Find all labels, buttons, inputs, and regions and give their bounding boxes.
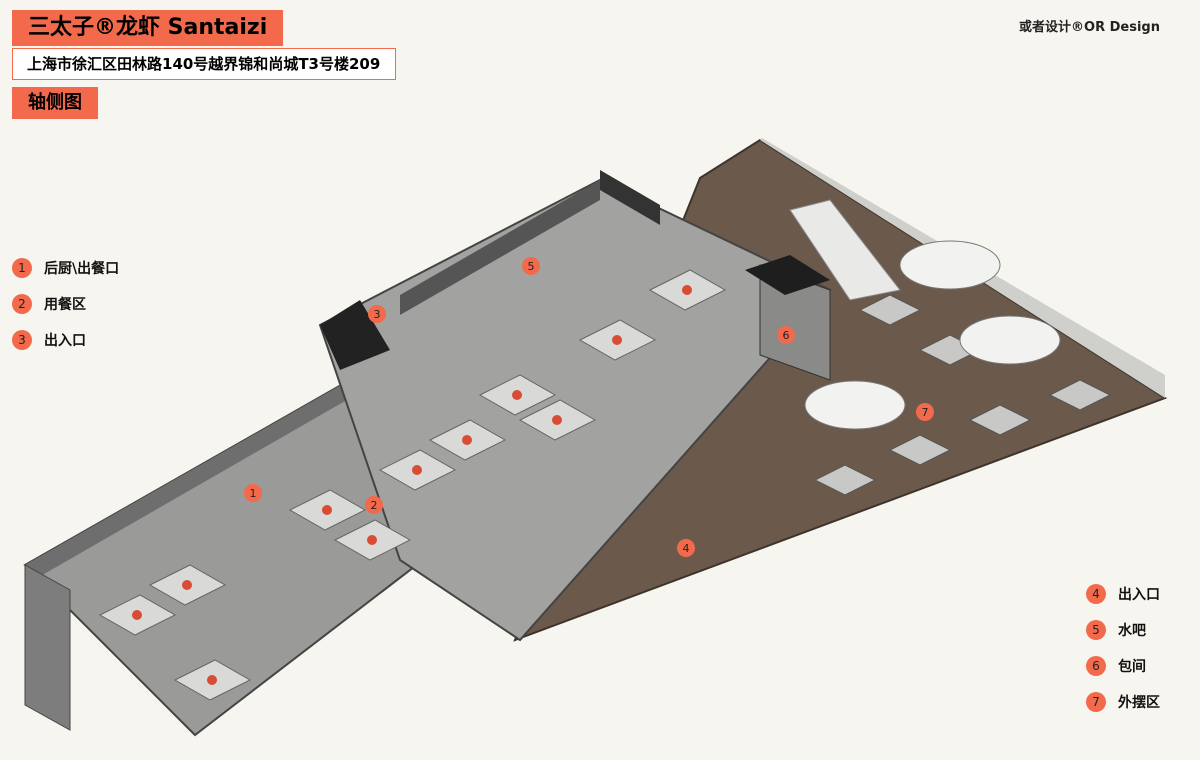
marker-2: 2 [365, 496, 383, 514]
marker-3: 3 [368, 305, 386, 323]
svg-text:4: 4 [683, 542, 690, 555]
kitchen-side-wall [600, 170, 660, 225]
project-title: 三太子®龙虾 Santaizi [12, 10, 284, 46]
kitchen-back-wall [400, 180, 600, 315]
svg-text:2: 2 [371, 499, 378, 512]
marker-4: 4 [677, 539, 695, 557]
legend-number: 6 [1086, 656, 1106, 676]
table-dot [512, 390, 522, 400]
umbrella [899, 240, 1001, 290]
outdoor-table [968, 404, 1032, 436]
legend-label: 用餐区 [44, 297, 86, 313]
designer-brand: 或者设计®OR Design [1019, 20, 1160, 35]
legend-item: 1 后厨\出餐口 [12, 250, 119, 286]
legend-item: 3 出入口 [12, 322, 119, 358]
legend-number: 3 [12, 330, 32, 350]
svg-text:1: 1 [250, 487, 257, 500]
legend-number: 5 [1086, 620, 1106, 640]
legend-number: 7 [1086, 692, 1106, 712]
legend-right: 4 出入口 5 水吧 6 包间 7 外摆区 [1086, 576, 1160, 720]
umbrella [959, 315, 1061, 365]
legend-number: 4 [1086, 584, 1106, 604]
marker-5: 5 [522, 257, 540, 275]
legend-item: 4 出入口 [1086, 576, 1160, 612]
legend-number: 1 [12, 258, 32, 278]
table-dot [412, 465, 422, 475]
wing-end-wall [24, 564, 71, 731]
legend-label: 外摆区 [1118, 695, 1160, 711]
marker-6: 6 [777, 326, 795, 344]
svg-text:5: 5 [528, 260, 535, 273]
svg-text:7: 7 [922, 406, 929, 419]
legend-label: 包间 [1118, 659, 1146, 675]
outdoor-table [858, 294, 922, 326]
legend-left: 1 后厨\出餐口 2 用餐区 3 出入口 [12, 250, 119, 358]
table-dot [132, 610, 142, 620]
table-dot [552, 415, 562, 425]
outdoor-table [813, 464, 877, 496]
outdoor-stairs [789, 199, 901, 301]
table-center-dots [132, 285, 692, 685]
outdoor-table [888, 434, 952, 466]
wing-back-wall [25, 360, 385, 585]
legend-label: 后厨\出餐口 [44, 261, 120, 277]
table-dot [182, 580, 192, 590]
private-room-roof [745, 255, 830, 295]
legend-number: 2 [12, 294, 32, 314]
marker-7: 7 [916, 403, 934, 421]
table-dot [682, 285, 692, 295]
legend-item: 6 包间 [1086, 648, 1160, 684]
entrance-block [320, 300, 390, 370]
legend-label: 出入口 [44, 333, 86, 349]
table-dot [207, 675, 217, 685]
table-dot [462, 435, 472, 445]
legend-item: 5 水吧 [1086, 612, 1160, 648]
project-address: 上海市徐汇区田林路140号越界锦和尚城T3号楼209 [12, 48, 396, 80]
legend-item: 7 外摆区 [1086, 684, 1160, 720]
table-dot [612, 335, 622, 345]
drawing-type-label: 轴侧图 [12, 87, 98, 119]
legend-item: 2 用餐区 [12, 286, 119, 322]
legend-label: 水吧 [1118, 623, 1146, 639]
outdoor-table [1048, 379, 1112, 411]
umbrella [804, 380, 906, 430]
zone-markers: 1 2 3 4 5 6 7 [244, 257, 934, 557]
svg-text:3: 3 [374, 308, 381, 321]
table-dot [367, 535, 377, 545]
svg-text:6: 6 [783, 329, 790, 342]
legend-label: 出入口 [1118, 587, 1160, 603]
marker-1: 1 [244, 484, 262, 502]
patio-umbrellas [804, 240, 1061, 430]
table-dot [322, 505, 332, 515]
